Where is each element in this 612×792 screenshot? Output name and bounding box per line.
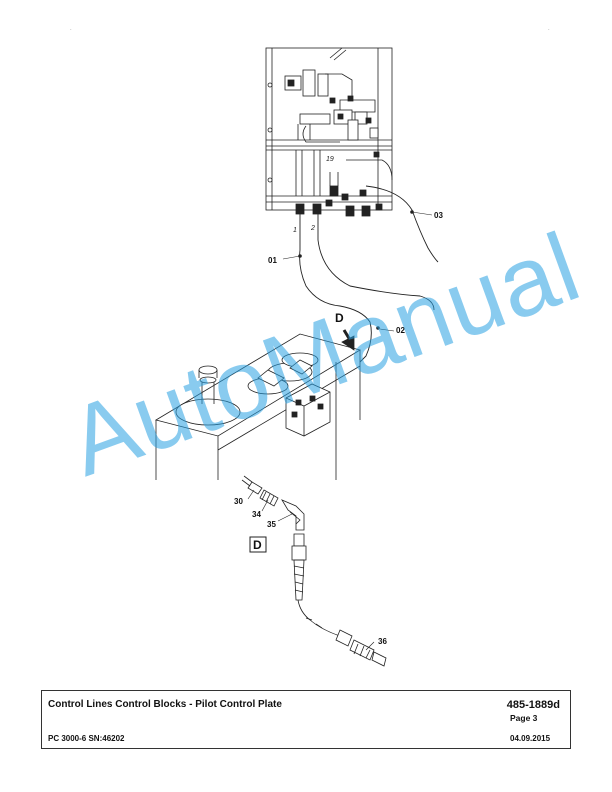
callout-30: 30 — [234, 497, 243, 506]
model-serial: PC 3000-6 SN:46202 — [48, 734, 125, 743]
port-label-1: 1 — [293, 227, 297, 234]
callout-36: 36 — [378, 637, 387, 646]
document-title: Control Lines Control Blocks - Pilot Con… — [48, 699, 282, 710]
valve-block-assembly — [265, 47, 393, 217]
document-number: 485-1889d — [506, 699, 560, 711]
corner-mark: . — [70, 26, 72, 32]
page-number: Page 3 — [510, 713, 538, 723]
view-arrow-d — [341, 329, 355, 351]
control-hoses — [299, 185, 439, 363]
corner-mark: . — [548, 26, 550, 32]
callout-34: 34 — [252, 510, 261, 519]
callout-03: 03 — [434, 211, 443, 220]
pilot-control-plate — [154, 333, 362, 480]
callout-02: 02 — [396, 326, 405, 335]
port-label-19: 19 — [326, 156, 334, 163]
port-label-2: 2 — [310, 225, 315, 232]
detail-label-box — [249, 536, 267, 553]
callout-leaders — [247, 211, 433, 651]
document-date: 04.09.2015 — [510, 734, 551, 743]
view-arrow-label: D — [335, 311, 344, 325]
detail-fittings — [241, 475, 387, 667]
title-block: Control Lines Control Blocks - Pilot Con… — [41, 690, 571, 749]
detail-label: D — [253, 538, 262, 552]
callout-01: 01 — [268, 256, 277, 265]
callout-35: 35 — [267, 520, 276, 529]
